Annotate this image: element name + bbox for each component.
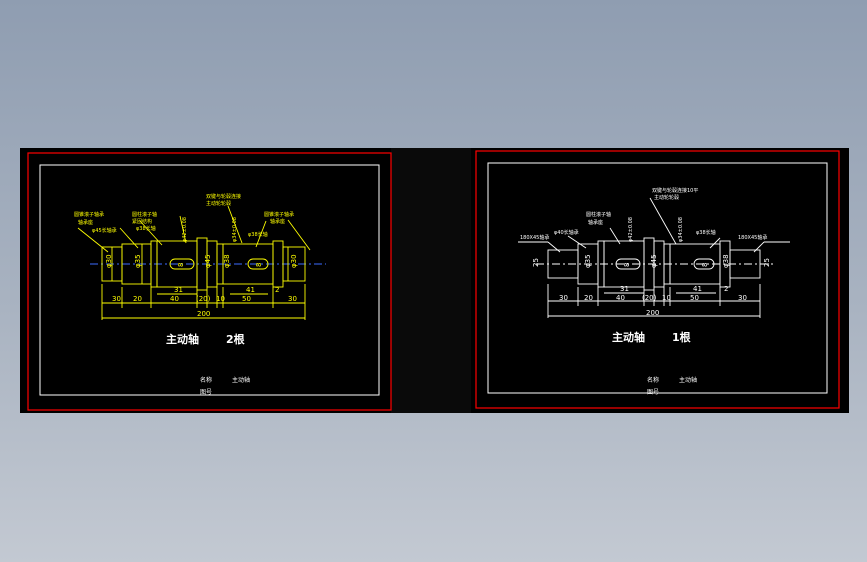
right-dia-d3: φ45 (650, 254, 658, 268)
right-dim-c: 40 (616, 294, 625, 302)
right-dim-total: 200 (646, 309, 659, 317)
left-dim-a: 30 (112, 295, 121, 303)
right-callout-10: 180X45轴承 (738, 234, 767, 241)
inner-frame-right (487, 162, 828, 394)
right-callout-5: φ42±0.08 (628, 217, 634, 242)
right-subtitle: 1根 (672, 330, 692, 344)
left-callout-2: 轴承座 (78, 219, 93, 226)
right-callouts: 180X45轴承 φ40长轴承 圆柱滚子轴 轴承座 φ42±0.08 双键与轮毂… (520, 187, 767, 242)
left-callout-1: 圆锥滚子轴承 (74, 211, 104, 218)
right-name-value: 主动轴 (679, 376, 697, 384)
right-dia-d4: φ38 (722, 254, 730, 268)
drawing-canvas[interactable]: φ30 φ35 φ45 φ38 φ30 8 8 30 20 40 (20) 10… (20, 148, 849, 413)
right-dim-f: 50 (690, 294, 699, 302)
left-callout-9: φ42±0.08 (182, 217, 188, 242)
right-dim-h: 31 (620, 285, 629, 293)
left-callout-3: φ45长轴承 (92, 227, 117, 234)
left-callout-11: φ38长轴 (248, 231, 268, 238)
left-dia-d2: φ35 (134, 254, 142, 268)
left-name-value: 主动轴 (232, 376, 250, 384)
right-title: 主动轴 (612, 330, 645, 344)
left-dim-d: (20) (196, 295, 211, 303)
left-drawing-no-label: 图号 (200, 389, 212, 396)
right-name-label: 名称 (647, 376, 659, 384)
left-dim-b: 20 (133, 295, 142, 303)
left-titles: 主动轴 2根 名称 主动轴 图号 (166, 332, 250, 396)
right-callout-1: 180X45轴承 (520, 234, 549, 241)
right-callout-8: φ34±0.08 (678, 217, 684, 242)
right-dia-d1: 25 (532, 258, 540, 267)
sheet-gap (391, 148, 471, 413)
left-key-k2: 8 (255, 263, 263, 267)
right-key-k1: 8 (623, 263, 631, 267)
right-callout-6: 双键与轮毂连接10平 (652, 187, 698, 194)
right-callout-9: φ38长轴 (696, 229, 716, 236)
right-dim-g: 30 (738, 294, 747, 302)
right-callout-3: 圆柱滚子轴 (586, 211, 611, 218)
cad-viewport[interactable]: φ30 φ35 φ45 φ38 φ30 8 8 30 20 40 (20) 10… (20, 148, 849, 413)
sheet-left[interactable]: φ30 φ35 φ45 φ38 φ30 8 8 30 20 40 (20) 10… (27, 152, 392, 411)
left-callout-13: 轴承座 (270, 218, 285, 225)
left-dim-f: 50 (242, 295, 251, 303)
left-callout-8: 主动轮轮毂 (206, 200, 231, 207)
right-dim-d: (20) (642, 294, 657, 302)
right-titles: 主动轴 1根 名称 主动轴 图号 (612, 330, 697, 396)
left-dia-d3: φ45 (204, 254, 212, 268)
left-dim-e: 10 (216, 295, 225, 303)
left-dia-d1: φ30 (105, 254, 113, 268)
left-subtitle: 2根 (226, 332, 246, 346)
outer-frame-right (475, 150, 840, 409)
right-dim-j: 2 (724, 285, 728, 293)
right-callout-2: φ40长轴承 (554, 229, 579, 236)
left-dim-h: 31 (174, 286, 183, 294)
left-key-k1: 8 (177, 263, 185, 267)
left-callout-6: φ38长轴 (136, 225, 156, 232)
sheet-right[interactable]: 25 φ35 φ45 φ38 25 8 8 30 20 40 (20) 10 5… (475, 150, 840, 409)
right-dim-e: 10 (662, 294, 671, 302)
left-dia-d4: φ38 (223, 254, 231, 268)
outer-frame-left (27, 152, 392, 411)
right-labels: 25 φ35 φ45 φ38 25 8 8 30 20 40 (20) 10 5… (532, 254, 771, 317)
right-drawing-no-label: 图号 (647, 389, 659, 396)
left-labels: φ30 φ35 φ45 φ38 φ30 8 8 30 20 40 (20) 10… (105, 254, 298, 318)
left-dim-i: 41 (246, 286, 255, 294)
left-title: 主动轴 (166, 332, 199, 346)
left-dim-c: 40 (170, 295, 179, 303)
right-dim-i: 41 (693, 285, 702, 293)
right-dia-d2: φ35 (584, 254, 592, 268)
left-callout-5: 紧固结构 (132, 218, 152, 225)
left-dim-j: 2 (275, 286, 279, 294)
shaft-right (518, 197, 790, 318)
left-name-label: 名称 (200, 376, 212, 384)
right-dia-d5: 25 (763, 258, 771, 267)
right-key-k2: 8 (701, 263, 709, 267)
right-callout-7: 主动轮轮毂 (654, 194, 679, 201)
right-dim-b: 20 (584, 294, 593, 302)
left-callouts: 圆锥滚子轴承 轴承座 φ45长轴承 圆柱滚子轴 紧固结构 φ38长轴 双键与轮毂… (74, 193, 294, 242)
left-dia-d5: φ30 (290, 254, 298, 268)
right-callout-4: 轴承座 (588, 219, 603, 226)
left-callout-10: φ34±0.08 (232, 217, 238, 242)
left-callout-12: 圆锥滚子轴承 (264, 211, 294, 218)
right-dim-a: 30 (559, 294, 568, 302)
left-dim-g: 30 (288, 295, 297, 303)
inner-frame-left (39, 164, 380, 396)
shaft-left (77, 205, 326, 320)
left-callout-7: 双键与轮毂连接 (206, 193, 241, 200)
left-callout-4: 圆柱滚子轴 (132, 211, 157, 218)
left-dim-total: 200 (197, 310, 210, 318)
